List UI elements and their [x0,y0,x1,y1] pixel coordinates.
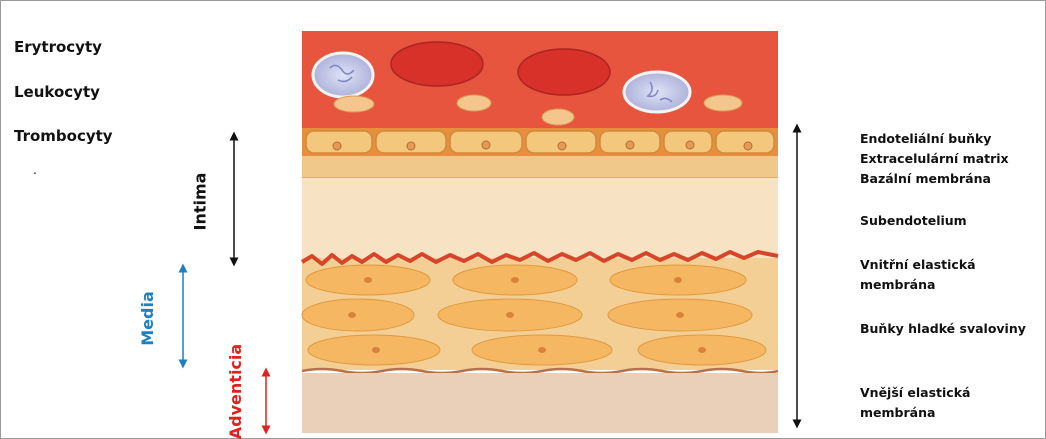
thrombocyte [334,96,374,112]
basal-membrane [302,156,778,178]
smooth-muscle-cells [302,265,766,365]
thrombocyte [457,95,491,111]
erythrocyte [391,42,483,86]
leukocyte [313,53,373,97]
subendothelium [302,178,778,258]
adventitia-layer [302,373,778,433]
thrombocyte [542,109,574,125]
erythrocyte [518,49,610,95]
thrombocyte [704,95,742,111]
